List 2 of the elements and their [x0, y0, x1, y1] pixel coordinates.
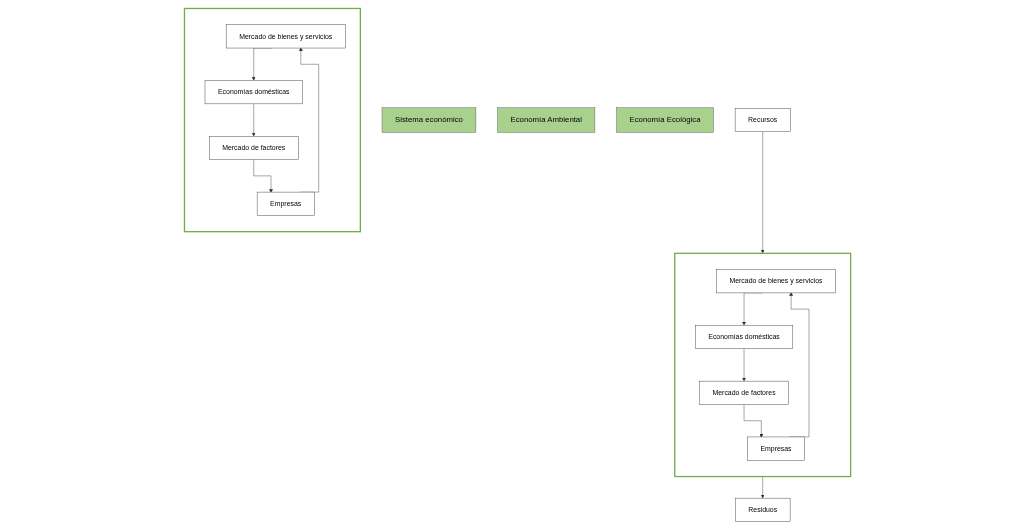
cluster	[674, 252, 852, 478]
cluster	[183, 7, 361, 233]
